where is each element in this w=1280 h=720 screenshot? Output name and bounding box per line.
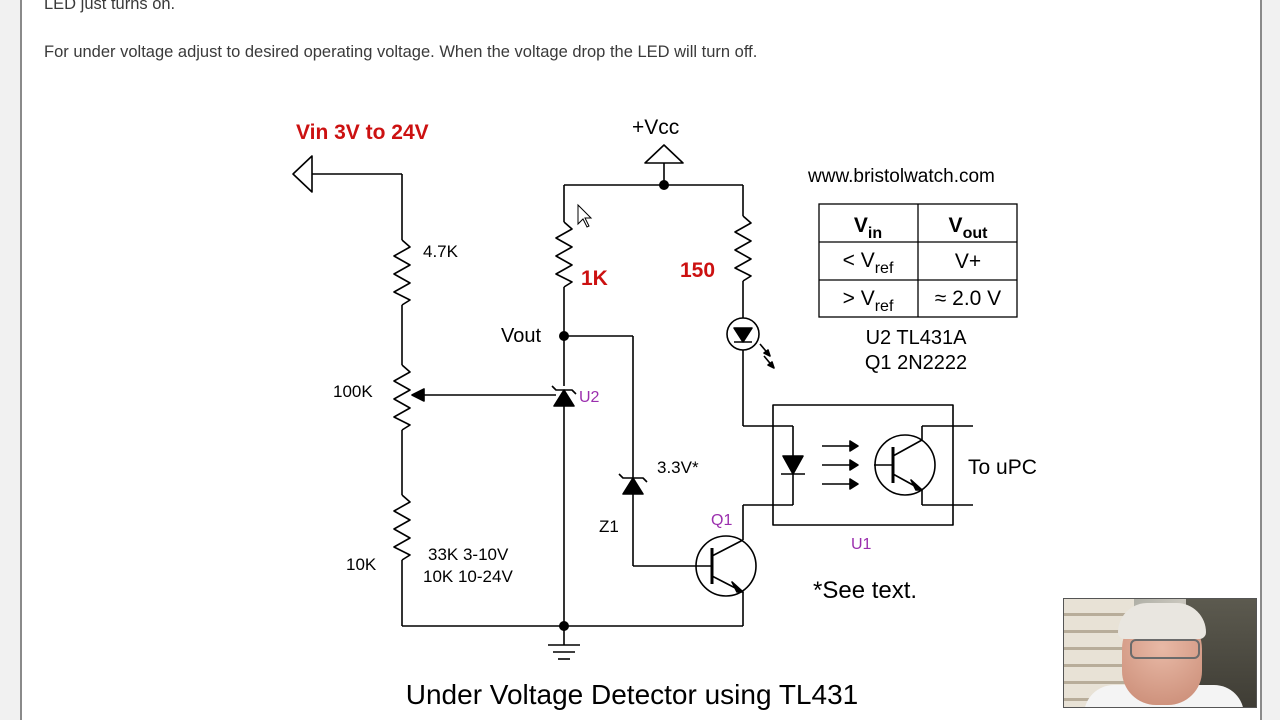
- website-label: www.bristolwatch.com: [807, 166, 995, 187]
- led-indicator: [726, 317, 775, 369]
- resistor-150-label: 150: [680, 259, 715, 282]
- vin-label: Vin 3V to 24V: [296, 121, 429, 144]
- u1-label: U1: [851, 536, 872, 553]
- note-33k: 33K 3-10V: [428, 545, 509, 564]
- u2-label: U2: [579, 389, 600, 406]
- note-10k: 10K 10-24V: [423, 567, 513, 586]
- resistor-150: [734, 215, 752, 282]
- resistor-10k: [393, 494, 411, 561]
- vcc-label: +Vcc: [632, 116, 679, 139]
- transistor-q1: [695, 505, 757, 626]
- tl431-u2: [551, 385, 577, 407]
- article-page: LED just turns on. For under voltage adj…: [20, 0, 1262, 720]
- article-text-line-2: For under voltage adjust to desired oper…: [44, 43, 758, 61]
- truth-table-row2-vin: > Vref: [843, 287, 894, 315]
- truth-table-row2-vout: ≈ 2.0 V: [935, 287, 1001, 310]
- parts-q1-label: Q1 2N2222: [865, 352, 967, 374]
- resistor-4k7-label: 4.7K: [423, 242, 459, 261]
- resistor-1k: [555, 221, 573, 288]
- article-text-line-1: LED just turns on.: [44, 0, 176, 13]
- presenter-video-icon: [1063, 598, 1257, 708]
- vout-label: Vout: [501, 325, 541, 347]
- truth-table-row1-vout: V+: [955, 250, 981, 273]
- see-text-note: *See text.: [813, 577, 917, 604]
- optocoupler-u1: [772, 404, 973, 526]
- vcc-supply-symbol: [644, 144, 684, 164]
- zener-z1-label: Z1: [599, 517, 619, 536]
- parts-u2-label: U2 TL431A: [866, 327, 967, 349]
- truth-table-header-vin: Vin: [854, 214, 882, 242]
- resistor-4k7: [393, 239, 411, 306]
- resistor-1k-label: 1K: [581, 267, 608, 290]
- diagram-title: Under Voltage Detector using TL431: [406, 679, 858, 710]
- to-upc-label: To uPC: [968, 456, 1037, 479]
- potentiometer-100k-label: 100K: [333, 382, 373, 401]
- mouse-cursor-icon: [577, 203, 593, 228]
- truth-table-header-vout: Vout: [949, 214, 989, 242]
- q1-label: Q1: [711, 512, 732, 529]
- zener-voltage-label: 3.3V*: [657, 458, 699, 477]
- truth-table-row1-vin: < Vref: [843, 249, 894, 277]
- resistor-10k-label: 10K: [346, 555, 377, 574]
- truth-table: Vin Vout < Vref V+ > Vref ≈ 2.0 V: [818, 203, 1018, 318]
- potentiometer-100k: [393, 364, 411, 431]
- ground-symbol: [548, 644, 580, 660]
- vin-input-arrow: [292, 155, 313, 193]
